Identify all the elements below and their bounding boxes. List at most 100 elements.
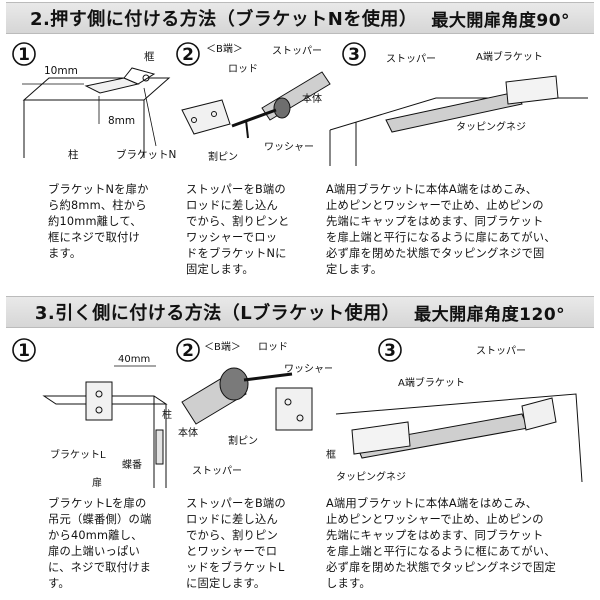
- text-line: ら約8mm、柱から: [48, 199, 147, 212]
- label-stopper: ストッパー: [476, 345, 526, 357]
- bracket-n-flange: [123, 67, 156, 85]
- label-stopper: ストッパー: [272, 45, 322, 57]
- text-line: 先端にキャップをはめます、同ブラケット: [326, 215, 544, 228]
- label-hinge: 蝶番: [122, 458, 142, 471]
- section2-step1-figure: 1 框 10mm 8mm 柱 ブラケットN: [12, 42, 176, 161]
- bracket-l-shape: [275, 387, 313, 431]
- text-line: 止めピンとワッシャーで止め、止めピンの: [326, 199, 544, 212]
- label-washer: ワッシャー: [264, 142, 314, 153]
- text-line: 扉の上端いっぱい: [48, 545, 140, 558]
- text-line: 止めピンとワッシャーで止め、止めピンの: [326, 513, 544, 526]
- text-line: でから、割りピンと: [186, 215, 290, 228]
- section3-step2-figure: 2 ＜B端＞ ロッド ワッシャー 本体 割ピン ストッパー: [176, 338, 332, 477]
- closer-body: [385, 91, 523, 133]
- door-frame-edge: [335, 393, 583, 483]
- label-bracket: ブラケットL: [50, 448, 106, 461]
- section2-title: 2.押す側に付ける方法（ブラケットNを使用）: [29, 9, 418, 30]
- text-line: ブラケットLを扉の: [48, 497, 147, 510]
- text-line: します。: [326, 577, 371, 590]
- section2-step1-text: ブラケットNを扉か ら約8mm、柱から 約10mm離して、 框にネジで取付け ま…: [48, 182, 149, 262]
- leader-line: [143, 87, 157, 147]
- bracket-screw-hole: [211, 111, 217, 117]
- label-pillar: 柱: [68, 148, 79, 161]
- label-body: 本体: [302, 92, 322, 105]
- step-number-circle: [176, 42, 200, 66]
- step-number: 2: [182, 45, 194, 65]
- bracket-l-shape: [521, 397, 557, 431]
- rod-shape: [243, 372, 293, 382]
- label-pillar: 柱: [162, 408, 172, 421]
- label-rod: ロッド: [228, 64, 258, 75]
- section3-step3-text: A端用ブラケットに本体A端をはめこみ、 止めピンとワッシャーで止め、止めピンの …: [326, 496, 556, 592]
- text-line: に、ネジで取付けま: [48, 561, 152, 574]
- section2-step3-figure: 3 ストッパー A端ブラケット タッピングネジ: [329, 42, 588, 166]
- label-washer: ワッシャー: [284, 364, 332, 375]
- label-door: 扉: [92, 476, 102, 489]
- label-split-pin: 割ピン: [228, 434, 258, 447]
- text-line: す。: [48, 577, 70, 590]
- bracket-l-shape: [85, 381, 113, 421]
- label-frame: 框: [326, 448, 336, 461]
- step-number-circle: [12, 42, 36, 66]
- text-line: ワッシャーでロッ: [186, 231, 278, 244]
- label-tapping-screw: タッピングネジ: [456, 120, 526, 133]
- section3-step1-text: ブラケットLを扉の 吊元（蝶番側）の端 から40mm離し、 扉の上端いっぱい に…: [48, 496, 151, 592]
- text-line: に固定します。: [186, 577, 266, 590]
- text-line: ストッパーをB端の: [186, 497, 286, 510]
- label-a-bracket: A端ブラケット: [476, 50, 543, 63]
- text-line: 定します。: [326, 263, 383, 276]
- section2-step3-text: A端用ブラケットに本体A端をはめこみ、 止めピンとワッシャーで止め、止めピンの …: [326, 182, 556, 278]
- label-frame: 框: [144, 50, 155, 63]
- label-dim40: 40mm: [118, 354, 150, 365]
- bracket-screw-hole: [191, 117, 197, 123]
- section2-header: 2.押す側に付ける方法（ブラケットNを使用） 最大開扉角度90°: [6, 2, 594, 34]
- label-split-pin: 割ピン: [208, 150, 238, 163]
- section3-angle: 最大開扉角度120°: [414, 304, 566, 325]
- text-line: ドをブラケットNに: [186, 247, 287, 260]
- label-dim8: 8mm: [108, 115, 135, 127]
- label-stopper: ストッパー: [386, 53, 436, 65]
- text-line: A端用ブラケットに本体A端をはめこみ、: [326, 183, 538, 196]
- text-line: 框にネジで取付け: [48, 231, 140, 244]
- text-line: 約10mm離して、: [48, 215, 142, 228]
- step-number: 3: [384, 341, 396, 361]
- label-tapping-screw: タッピングネジ: [336, 470, 406, 483]
- label-b-end: ＜B端＞: [204, 340, 241, 353]
- section3-header: 3.引く側に付ける方法（Lブラケット使用） 最大開扉角度120°: [6, 296, 594, 328]
- text-line: を扉上端と平行になるように扉にあてがい、: [326, 231, 556, 244]
- section2-step2-figure: 2 ＜B端＞ ストッパー ロッド 本体 割ピン ワッシャー: [176, 42, 331, 163]
- step-number: 1: [18, 341, 30, 361]
- step-number-circle: [342, 42, 366, 66]
- rod-shape: [231, 108, 277, 128]
- section3-step1-figure: 1 40mm 柱 ブラケットL 蝶番 扉: [12, 338, 172, 489]
- label-body: 本体: [178, 426, 198, 439]
- bracket-n-shape: [181, 99, 231, 135]
- step-number-circle: [378, 338, 402, 362]
- text-line: 吊元（蝶番側）の端: [48, 513, 152, 526]
- text-line: ロッドに差し込ん: [186, 513, 278, 526]
- label-rod: ロッド: [258, 342, 288, 353]
- text-line: 必ず扉を閉めた状態でタッピングネジで固: [326, 247, 545, 260]
- text-line: ます。: [48, 247, 82, 260]
- text-line: を扉上端と平行になるように框にあてがい、: [326, 545, 556, 558]
- section3-title: 3.引く側に付ける方法（Lブラケット使用）: [34, 303, 401, 324]
- a-end-bracket-shape: [351, 421, 411, 455]
- a-end-bracket-shape: [505, 75, 559, 105]
- text-line: から40mm離し、: [48, 529, 143, 542]
- step-number: 2: [182, 341, 194, 361]
- section3-step2-text: ストッパーをB端の ロッドに差し込ん でから、割りピン とワッシャーでロ ッドを…: [186, 496, 286, 592]
- bracket-screw-hole: [95, 406, 103, 414]
- text-line: 固定します。: [186, 263, 254, 276]
- step-number-circle: [176, 338, 200, 362]
- pillar-edge: [153, 396, 167, 488]
- text-line: ッドをブラケットL: [186, 561, 285, 574]
- stopper-shape: [273, 97, 291, 119]
- section2-angle: 最大開扉角度90°: [431, 10, 571, 31]
- label-b-end: ＜B端＞: [206, 42, 243, 55]
- text-line: 先端にキャップをはめます、同ブラケット: [326, 529, 544, 542]
- label-a-bracket: A端ブラケット: [398, 376, 465, 389]
- bracket-screw-hole: [296, 414, 304, 422]
- stopper-shape: [219, 367, 249, 401]
- pillar-edge: [23, 100, 145, 158]
- section3-step3-figure: 3 ストッパー A端ブラケット 框 タッピングネジ: [326, 338, 583, 483]
